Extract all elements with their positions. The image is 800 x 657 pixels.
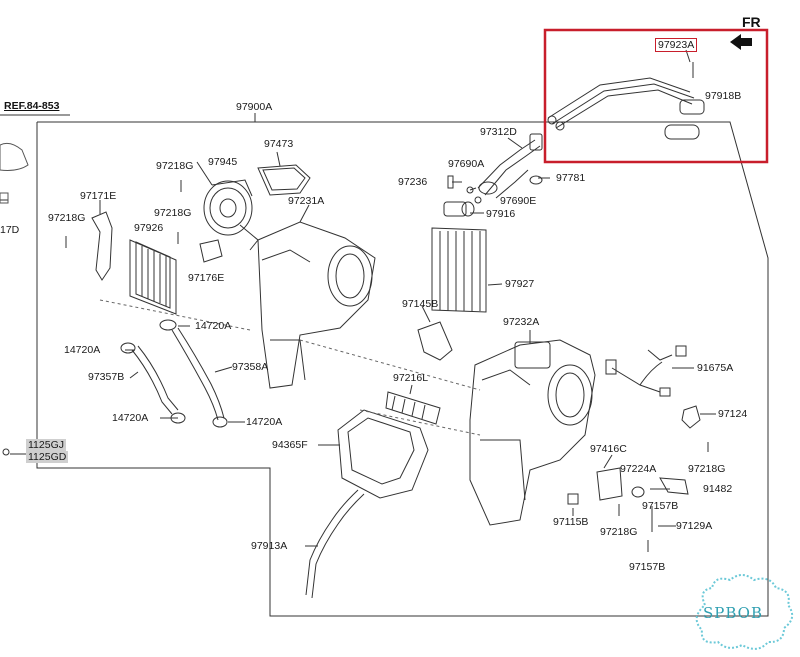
watermark-logo: SPBOB: [703, 604, 763, 622]
part-97145B: 97145B: [402, 298, 439, 310]
part-97781: 97781: [556, 172, 586, 184]
part-97157B-1: 97157B: [642, 500, 679, 512]
blower-motor-97945-icon: [203, 179, 259, 251]
part-97916: 97916: [486, 208, 516, 220]
part-97232A: 97232A: [503, 316, 540, 328]
part-14720A-1: 14720A: [195, 320, 232, 332]
heater-core-97216L-icon: [385, 391, 441, 425]
part-97218G-1: 97218G: [156, 160, 194, 172]
direction-label: FR: [742, 14, 761, 30]
part-14720A-4: 14720A: [246, 416, 283, 428]
part-97171E: 97171E: [80, 190, 117, 202]
wire-harness-91675A-icon: [605, 345, 687, 397]
part-97416C: 97416C: [590, 443, 627, 455]
part-94365F: 94365F: [272, 439, 308, 451]
part-97176E: 97176E: [188, 272, 225, 284]
part-97913A: 97913A: [251, 540, 288, 552]
sensor-97916-icon: [443, 201, 475, 217]
part-17D: 17D: [0, 224, 20, 236]
assembly-title: 97900A: [236, 101, 273, 113]
part-97129A: 97129A: [676, 520, 713, 532]
part-97218G-5: 97218G: [600, 526, 638, 538]
part-97115B: 97115B: [553, 516, 589, 528]
part-97218G-4: 97218G: [688, 463, 726, 475]
drain-hose-97913A-icon: [305, 489, 359, 596]
part-97926: 97926: [134, 222, 164, 234]
part-97690E: 97690E: [500, 195, 537, 207]
seal-97176E-icon: [199, 239, 223, 263]
evaporator-core-97926-icon: [129, 239, 177, 315]
actuator-97416C-icon: [596, 467, 623, 501]
part-1125GD: 1125GD: [26, 451, 69, 463]
case-97231A-icon: [257, 221, 376, 389]
fr-arrow-icon: [730, 34, 752, 50]
part-14720A-2: 14720A: [64, 344, 101, 356]
part-91482: 91482: [703, 483, 733, 495]
hose-97357B-icon: [131, 349, 173, 415]
duct-97145B-icon: [417, 321, 453, 361]
part-97216L: 97216L: [393, 372, 429, 384]
part-97157B-2: 97157B: [629, 561, 666, 573]
part-97473: 97473: [264, 138, 294, 150]
highlight-box: [543, 28, 769, 164]
pipe-set-97312D-icon: [477, 133, 543, 199]
sensor-97124-icon: [681, 405, 701, 429]
part-97236: 97236: [398, 176, 428, 188]
part-97218G-2: 97218G: [154, 207, 192, 219]
part-97358A: 97358A: [232, 361, 269, 373]
case-97232A-icon: [469, 339, 596, 526]
bracket-91482-icon: [659, 477, 689, 495]
part-97357B: 97357B: [88, 371, 125, 383]
part-97945: 97945: [208, 156, 238, 168]
pipe-assembly-icon: [547, 77, 705, 140]
part-1125GJ: 1125GJ: [26, 439, 66, 451]
hose-97358A-icon: [171, 329, 219, 421]
ref-label: REF.84-853: [4, 100, 60, 112]
part-97923A: 97923A: [655, 38, 698, 52]
part-97231A: 97231A: [288, 195, 325, 207]
cabin-filter-97927-icon: [431, 227, 487, 313]
part-97927: 97927: [505, 278, 535, 290]
filter-cover-97473-icon: [257, 164, 311, 196]
assembly-boundary: [36, 121, 769, 617]
part-14720A-3: 14720A: [112, 412, 149, 424]
bracket-97171E-icon: [91, 211, 113, 281]
part-97124: 97124: [718, 408, 748, 420]
part-91675A: 91675A: [697, 362, 734, 374]
part-97312D: 97312D: [480, 126, 517, 138]
part-97690A: 97690A: [448, 158, 485, 170]
part-97218G-3: 97218G: [48, 212, 86, 224]
part-97224A: 97224A: [620, 463, 657, 475]
lower-case-94365F-icon: [337, 409, 429, 499]
ref-84-853-part-icon: [0, 142, 29, 171]
part-97918B: 97918B: [705, 90, 742, 102]
